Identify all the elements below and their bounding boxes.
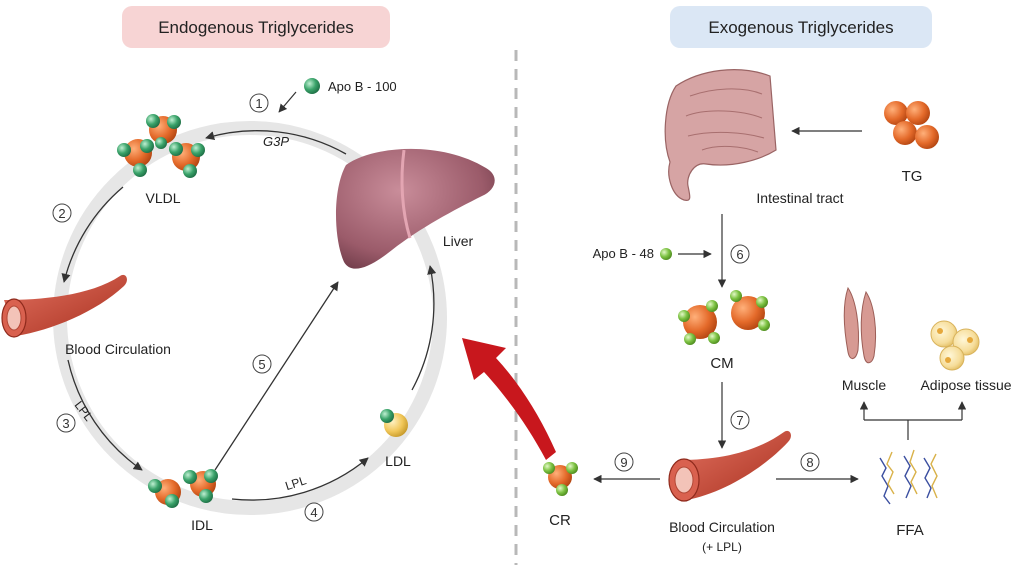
svg-text:3: 3	[62, 416, 69, 431]
idl-label: IDL	[191, 517, 213, 533]
svg-text:9: 9	[620, 455, 627, 470]
ldl-particle	[380, 409, 408, 437]
step-7: 7	[730, 410, 750, 430]
g3p-label: G3P	[263, 134, 289, 149]
vldl-label: VLDL	[145, 190, 180, 206]
arrow-idl-to-liver	[214, 281, 339, 471]
arrow-blood-to-idl	[67, 359, 143, 471]
adipose-cells-icon	[930, 320, 980, 371]
tg-particles	[884, 101, 939, 149]
return-to-liver-arrow	[462, 338, 556, 460]
vldl-particles	[117, 114, 205, 178]
apo-b48-particle	[660, 248, 672, 260]
exogenous-title: Exogenous Triglycerides	[708, 18, 893, 37]
plus-lpl-label: (+ LPL)	[702, 540, 742, 554]
adipose-label: Adipose tissue	[920, 377, 1011, 393]
intestine-icon	[664, 69, 777, 201]
blood-circulation-left-label: Blood Circulation	[65, 341, 171, 357]
cr-label: CR	[549, 512, 571, 529]
svg-text:8: 8	[806, 455, 813, 470]
svg-text:5: 5	[258, 357, 265, 372]
liver-label: Liver	[443, 233, 474, 249]
exogenous-header: Exogenous Triglycerides	[670, 6, 932, 48]
cm-particles	[678, 290, 770, 345]
step-1: 1	[249, 93, 269, 113]
tg-label: TG	[902, 168, 923, 185]
step-5: 5	[252, 354, 272, 374]
step-9: 9	[614, 452, 634, 472]
step-6: 6	[730, 244, 750, 264]
fatty-acid-strands-icon	[879, 449, 938, 505]
muscle-icon	[843, 286, 877, 364]
liver-icon	[336, 148, 495, 269]
arrow-vldl-to-blood	[61, 186, 124, 283]
apo-b48-label: Apo B - 48	[593, 246, 654, 261]
svg-text:6: 6	[736, 247, 743, 262]
apo-b100-label: Apo B - 100	[328, 79, 397, 94]
blood-vessel-right-icon	[668, 430, 791, 502]
cr-particle	[543, 462, 578, 496]
svg-text:7: 7	[736, 413, 743, 428]
step-3: 3	[56, 413, 76, 433]
blood-vessel-icon	[1, 274, 127, 338]
step-4: 4	[304, 502, 324, 522]
svg-text:4: 4	[310, 505, 317, 520]
cm-label: CM	[710, 355, 733, 372]
arrow-ldl-to-liver	[411, 265, 437, 391]
muscle-label: Muscle	[842, 377, 887, 393]
ldl-label: LDL	[385, 453, 411, 469]
svg-text:1: 1	[255, 96, 262, 111]
intestinal-tract-label: Intestinal tract	[756, 190, 843, 206]
step-2: 2	[52, 203, 72, 223]
arrow-g3p	[205, 130, 347, 155]
endogenous-header: Endogenous Triglycerides	[122, 6, 390, 48]
lpl-bottom-label: LPL	[283, 473, 308, 493]
idl-particles	[148, 469, 218, 508]
svg-text:2: 2	[58, 206, 65, 221]
endogenous-title: Endogenous Triglycerides	[158, 18, 354, 37]
blood-circulation-right-label: Blood Circulation	[669, 519, 775, 535]
step-8: 8	[800, 452, 820, 472]
ffa-label: FFA	[896, 522, 924, 539]
arrow-apob100	[278, 91, 297, 113]
arrow-idl-to-ldl	[231, 457, 369, 501]
apo-b100-particle	[304, 78, 320, 94]
